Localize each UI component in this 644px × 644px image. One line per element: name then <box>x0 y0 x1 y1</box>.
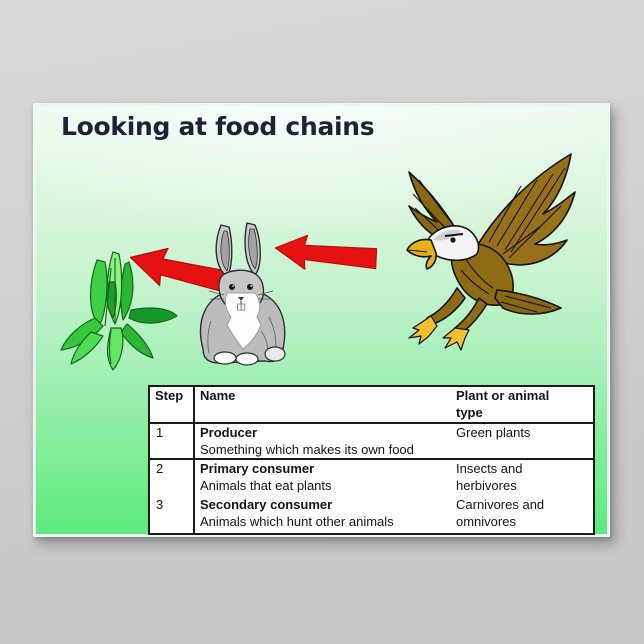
column-header-step: Step <box>149 386 195 424</box>
name-cell: Producer Something which makes its own f… <box>194 423 451 460</box>
type-cell: Carnivores and omnivores <box>456 497 545 529</box>
poster-title: Looking at food chains <box>61 112 375 141</box>
table-row: 1 Producer Something which makes its own… <box>149 423 594 460</box>
row-description: Something which makes its own food <box>200 442 414 457</box>
table-header-row: Step Name Plant or animal type <box>149 386 594 424</box>
food-chain-table: Step Name Plant or animal type 1 Produce… <box>148 385 595 535</box>
table-row: 3 Secondary consumer Animals which hunt … <box>149 496 594 534</box>
row-description: Animals which hunt other animals <box>200 514 394 529</box>
step-cell: 1 <box>149 423 195 460</box>
step-cell: 2 <box>149 459 195 496</box>
row-description: Animals that eat plants <box>200 478 332 493</box>
type-cell: Green plants <box>451 423 594 460</box>
rabbit-illustration <box>199 222 286 366</box>
row-name: Producer <box>200 425 258 440</box>
eagle-to-rabbit-arrow-icon <box>274 234 378 270</box>
row-name: Primary consumer <box>200 461 315 476</box>
name-cell: Secondary consumer Animals which hunt ot… <box>194 496 451 534</box>
type-cell: Insects and herbivores <box>456 461 523 493</box>
plant-illustration <box>60 251 178 371</box>
column-header-name: Name <box>194 386 451 424</box>
name-cell: Primary consumer Animals that eat plants <box>194 459 451 496</box>
food-chain-poster: Looking at food chains <box>33 103 610 537</box>
eagle-illustration <box>406 153 576 351</box>
row-name: Secondary consumer <box>200 497 333 512</box>
step-cell: 3 <box>149 496 195 534</box>
column-header-type: Plant or animal type <box>451 386 594 424</box>
table-row: 2 Primary consumer Animals that eat plan… <box>149 459 594 496</box>
